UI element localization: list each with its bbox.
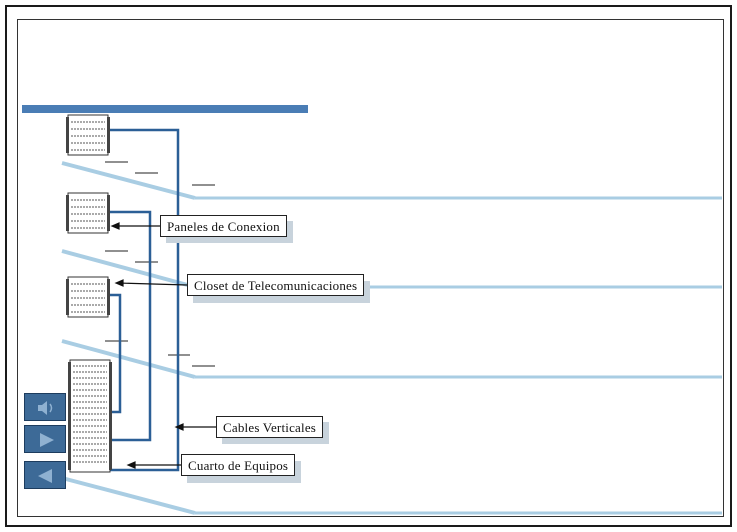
equipment-rack (68, 359, 112, 473)
floor-slab-2 (61, 249, 196, 289)
floor-dashes (105, 161, 215, 367)
play-icon (40, 433, 54, 447)
header-bar (22, 105, 308, 113)
speaker-icon (38, 401, 53, 415)
patch-panel-floor-1 (66, 114, 110, 156)
floor-slab-4 (61, 476, 196, 515)
label-cuarto-de-equipos: Cuarto de Equipos (181, 454, 296, 476)
floor-slab-1 (61, 161, 196, 200)
vertical-cables (108, 128, 180, 472)
label-paneles-de-conexion: Paneles de Conexion (160, 215, 287, 237)
back-button[interactable] (24, 461, 66, 489)
callout-arrows (110, 222, 216, 469)
patch-panel-floor-2 (66, 192, 110, 234)
patch-panel-floor-3 (66, 276, 110, 318)
slide-inner-border (17, 19, 724, 517)
label-closet-telecomunicaciones: Closet de Telecomunicaciones (187, 274, 365, 296)
label-cables-verticales: Cables Verticales (216, 416, 324, 438)
back-icon (38, 469, 52, 483)
play-button[interactable] (24, 425, 66, 453)
floor-slab-3 (61, 339, 196, 379)
speaker-button[interactable] (24, 393, 66, 421)
